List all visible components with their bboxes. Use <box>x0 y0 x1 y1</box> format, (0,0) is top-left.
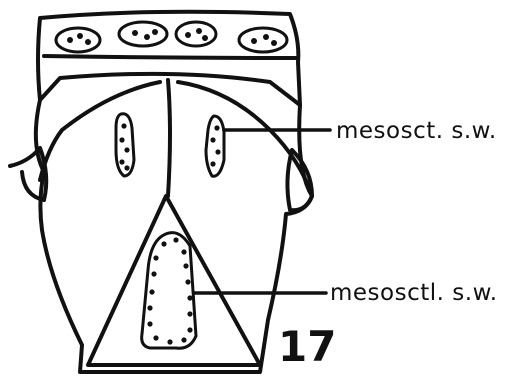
label-mesoscutal-window: mesosct. s.w. <box>336 118 497 144</box>
mesoscutellar-window-dots <box>147 237 192 344</box>
mesoscutum-outline <box>36 100 312 372</box>
scutellum-outline <box>88 196 260 365</box>
collar-pit-3 <box>176 22 216 46</box>
median-line <box>168 80 170 196</box>
collar-inner-edge <box>44 56 296 58</box>
mesoscutal-window-right <box>206 116 224 176</box>
collar-pits <box>56 22 287 52</box>
collar-pit-1 <box>56 28 100 52</box>
right-lateral-lobe <box>287 150 312 210</box>
label-mesoscutellar-window: mesosctl. s.w. <box>330 280 498 306</box>
notaulus-left <box>40 82 160 180</box>
figure-number: 17 <box>278 322 336 371</box>
collar-pit-2 <box>119 22 167 46</box>
collar-pit-4 <box>239 28 287 52</box>
